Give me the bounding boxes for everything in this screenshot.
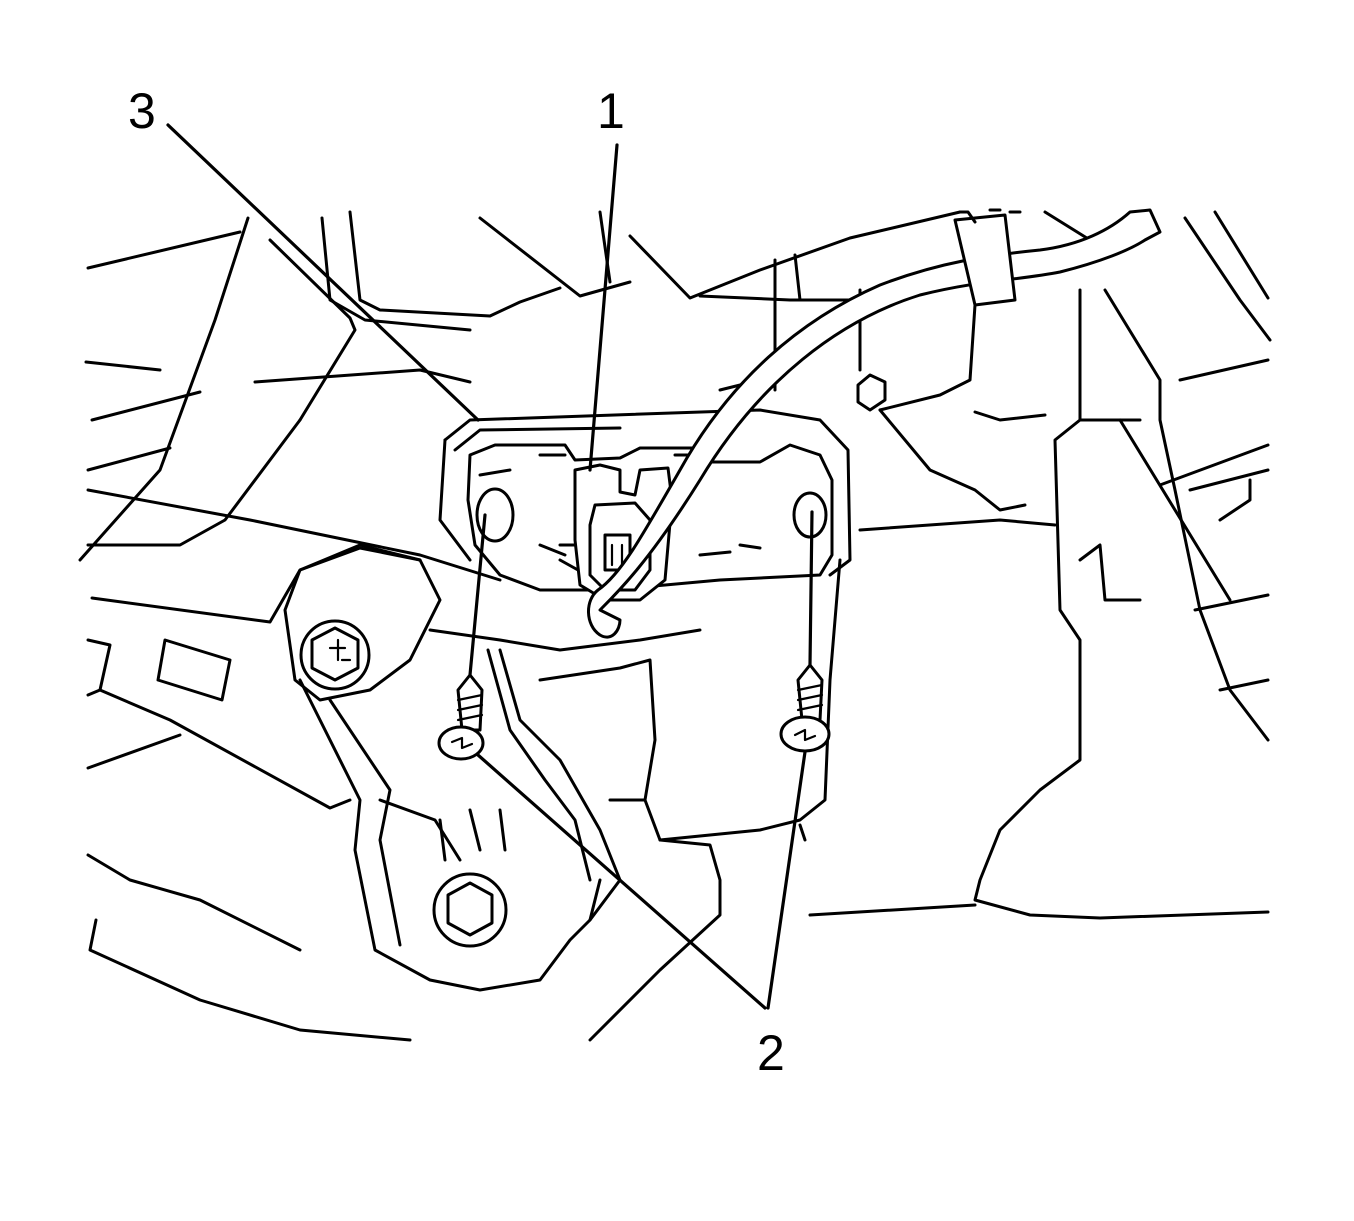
callout-label-2: 2 (757, 1025, 785, 1081)
lower-arm (298, 648, 622, 992)
leader-lines (166, 123, 814, 1010)
center-bracket (428, 558, 842, 1042)
leader-line-1 (588, 143, 619, 472)
leader-line-2b (766, 750, 807, 1010)
leader-line-screw-right-axis (808, 510, 814, 667)
callout-label-1: 1 (597, 83, 625, 139)
leader-line-3 (166, 123, 480, 422)
left-structure (78, 216, 502, 1042)
right-structure (808, 210, 1272, 920)
screw-left (437, 673, 485, 761)
pivot-bolt (283, 546, 442, 702)
screw-right (779, 663, 831, 753)
leader-line-screw-left-axis (468, 513, 487, 677)
wire-harness (587, 208, 1162, 639)
leader-line-2a (476, 753, 767, 1010)
callout-label-3: 3 (128, 83, 156, 139)
